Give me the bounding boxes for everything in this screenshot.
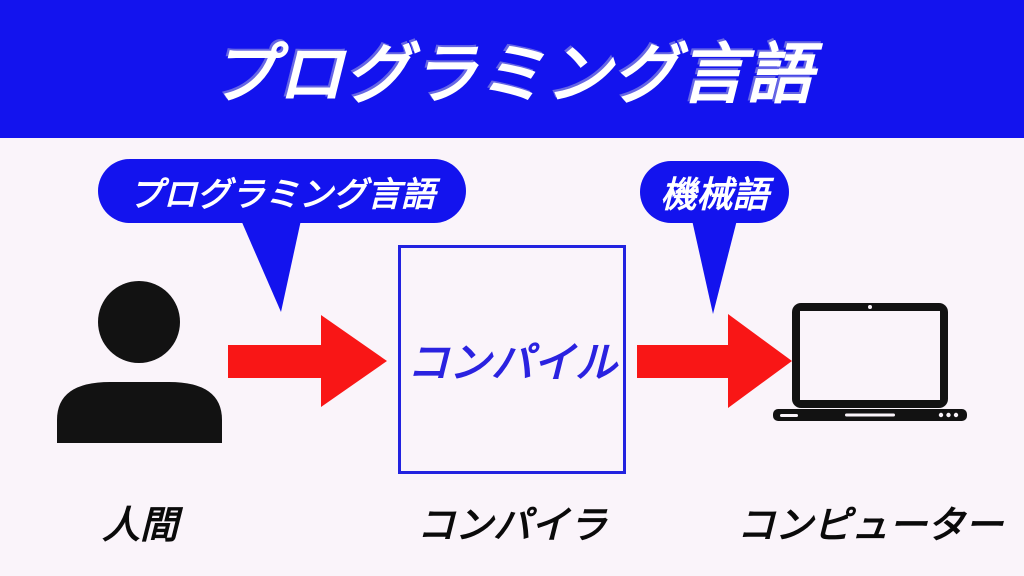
speech-bubble-label: 機械語 — [660, 174, 769, 215]
compile-box-label: コンパイル — [406, 339, 617, 386]
arrow-right-icon — [637, 314, 792, 408]
title-banner: プログラミング言語 — [0, 0, 1024, 138]
speech-bubble-label: プログラミング言語 — [129, 175, 435, 214]
speech-bubble-tail — [241, 220, 301, 312]
page-title: プログラミング言語 — [210, 37, 814, 111]
arrow-right-icon — [228, 315, 387, 407]
speech-bubble-tail — [692, 220, 737, 314]
person-icon — [57, 281, 222, 443]
node-label-computer: コンピューター — [736, 505, 1003, 547]
speech-bubble-machine-language: 機械語 — [640, 161, 789, 223]
compile-box: コンパイル — [398, 245, 626, 474]
speech-bubble-programming-language: プログラミング言語 — [98, 159, 466, 223]
laptop-icon — [773, 303, 967, 421]
node-label-human: 人間 — [101, 505, 178, 547]
node-label-compiler: コンパイラ — [416, 505, 607, 547]
